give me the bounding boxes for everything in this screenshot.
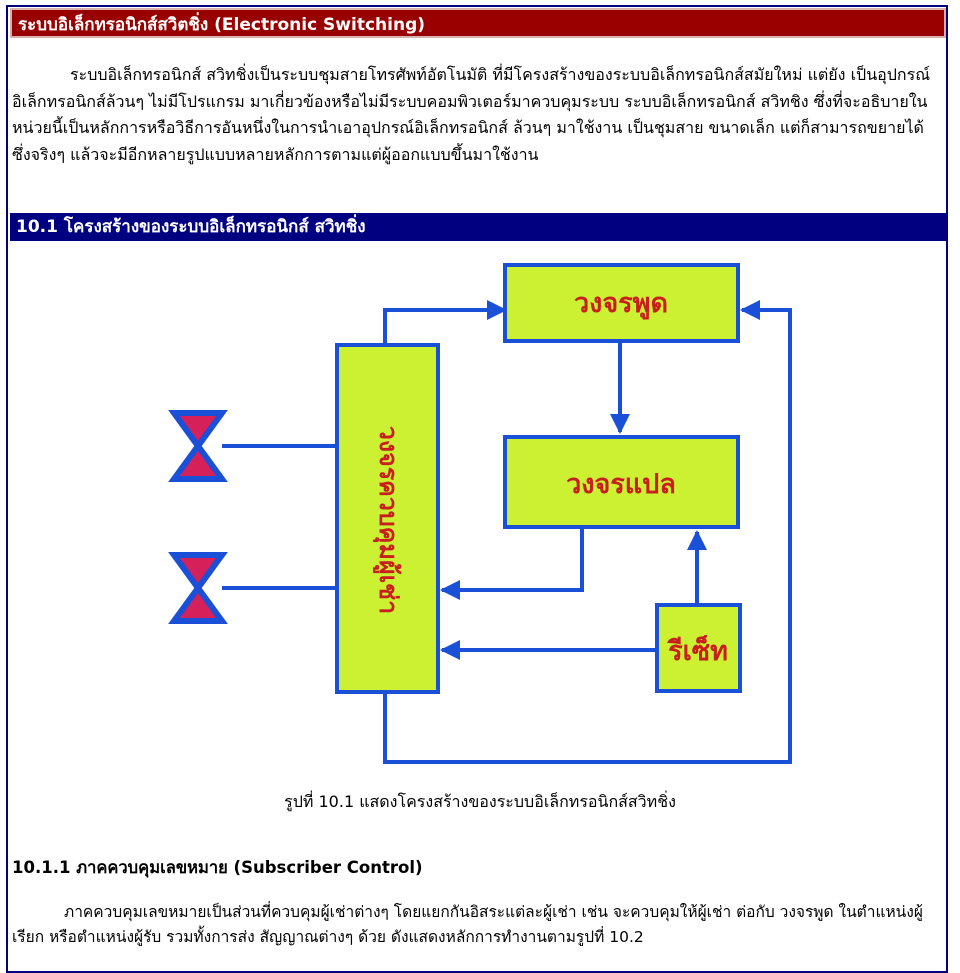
feedback-loop-line	[383, 300, 792, 764]
section-heading: 10.1 โครงสร้างของระบบอิเล็กทรอนิกส์ สวิท…	[10, 213, 946, 241]
connector-lines	[222, 300, 792, 764]
speech-circuit-label: วงจรพูด	[574, 288, 668, 320]
translate-circuit-block	[503, 435, 740, 529]
structure-diagram: วงจรพูด วงจรแปล รีเซ็ท วงจรควบคุมผู้เช่า	[168, 263, 792, 764]
control-circuit-label: วงจรควบคุมผู้เช่า	[372, 426, 403, 614]
reset-block	[655, 603, 742, 693]
subscriber-terminal-1	[168, 410, 228, 482]
figure-caption: รูปที่ 10.1 แสดงโครงสร้างของระบบอิเล็กทร…	[284, 792, 676, 811]
speech-circuit-block	[503, 263, 740, 343]
intro-paragraph: ระบบอิเล็กทรอนิกส์ สวิทชิ่งเป็นระบบชุมสา…	[12, 65, 931, 164]
subscriber-terminal-2	[168, 552, 228, 624]
translate-circuit-label: วงจรแปล	[566, 469, 676, 500]
subsection-paragraph: ภาคควบคุมเลขหมายเป็นส่วนที่ควบคุมผู้เช่า…	[12, 903, 923, 946]
page-title: ระบบอิเล็กทรอนิกส์สวิตชิ่ง (Electronic S…	[10, 8, 946, 38]
translate-to-control-line	[440, 527, 584, 600]
control-to-speech-line	[383, 300, 507, 345]
reset-label: รีเซ็ท	[667, 633, 728, 667]
control-circuit-block	[335, 343, 440, 694]
subsection-heading: 10.1.1 ภาคควบคุมเลขหมาย (Subscriber Cont…	[12, 858, 423, 877]
